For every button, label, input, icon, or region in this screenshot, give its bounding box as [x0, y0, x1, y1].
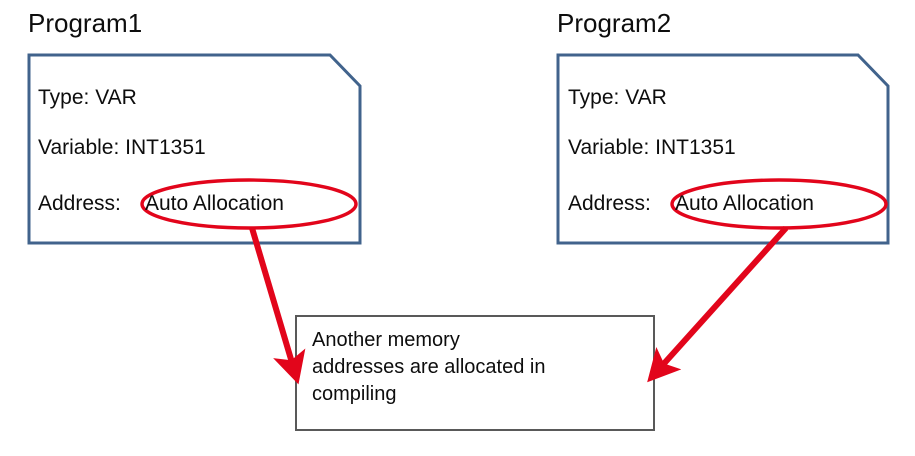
program1-line-variable: Variable: INT1351: [38, 136, 206, 159]
program1-to-note-arrow: [249, 227, 306, 385]
note-line-2: addresses are allocated in: [312, 356, 546, 378]
note-text-block: Another memory addresses are allocated i…: [312, 327, 648, 408]
note-line-3: compiling: [312, 383, 397, 405]
program2-to-note-arrow: [647, 225, 789, 383]
program1-line-address-label: Address:: [38, 192, 121, 215]
program1-address-value: Auto Allocation: [145, 192, 284, 215]
program2-title: Program2: [557, 8, 672, 38]
program1-title: Program1: [28, 8, 143, 38]
program1-line-type: Type: VAR: [38, 86, 137, 109]
program2-line-address-label: Address:: [568, 192, 651, 215]
note-line-1: Another memory: [312, 329, 460, 351]
program2-line-variable: Variable: INT1351: [568, 136, 736, 159]
program2-line-type: Type: VAR: [568, 86, 667, 109]
program2-address-value: Auto Allocation: [675, 192, 814, 215]
